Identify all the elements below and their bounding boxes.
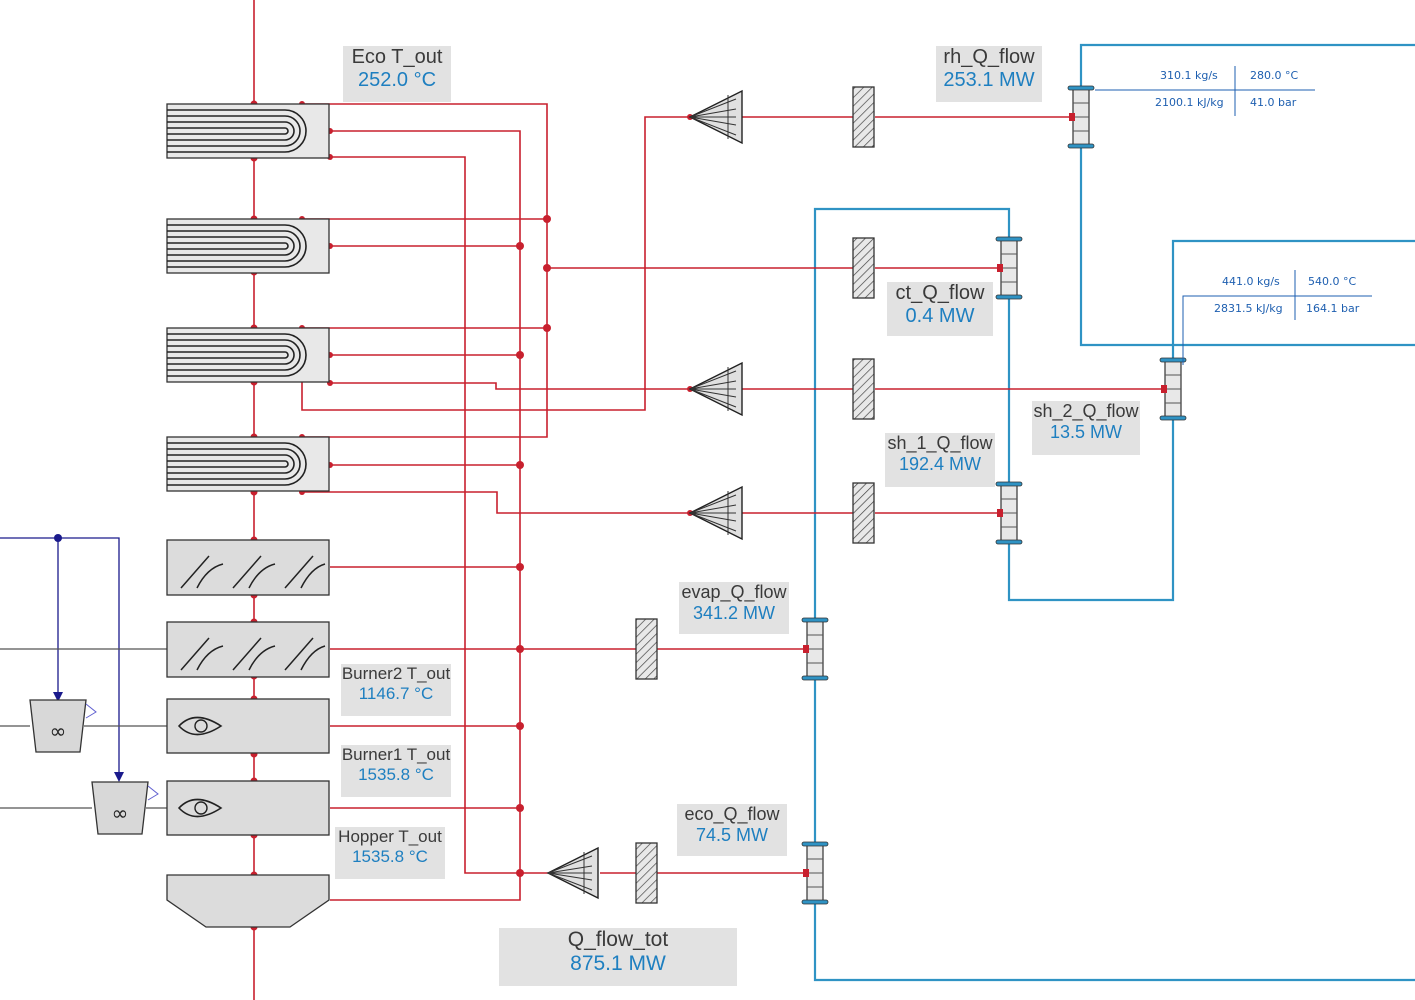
tube-bundle-icon[interactable] — [166, 327, 330, 383]
sh-2-q-flow-name: sh_2_Q_flow — [1033, 401, 1139, 421]
eco-q-flow-value: 74.5 MW — [695, 824, 769, 845]
burner1-t-out-label: Burner1 T_out 1535.8 °C — [341, 745, 451, 797]
sh-1-q-flow-value: 192.4 MW — [898, 453, 982, 474]
eco-t-out-value: 252.0 °C — [357, 69, 437, 91]
eco-t-out-label: Eco T_out 252.0 °C — [343, 46, 451, 102]
burner2-t-out-label: Burner2 T_out 1146.7 °C — [341, 664, 451, 716]
burner-flame-icon[interactable] — [166, 780, 330, 836]
heat-transfer-cone-icon[interactable] — [688, 361, 743, 417]
sh-2-q-flow-label: sh_2_Q_flow 13.5 MW — [1032, 401, 1140, 455]
svg-text:∞: ∞ — [50, 719, 67, 743]
svg-text:∞: ∞ — [112, 801, 129, 825]
annotation-mid-r1c1: 441.0 kg/s — [1222, 275, 1280, 288]
tube-bundle-icon[interactable] — [166, 436, 330, 492]
heat-flow-sensor-icon[interactable] — [635, 842, 658, 904]
sh-1-q-flow-label: sh_1_Q_flow 192.4 MW — [885, 433, 995, 487]
rh-q-flow-value: 253.1 MW — [943, 69, 1035, 91]
ct-q-flow-name: ct_Q_flow — [895, 282, 985, 304]
heat-flow-sensor-icon[interactable] — [852, 237, 875, 299]
tube-bundle-icon[interactable] — [166, 103, 330, 159]
ct-q-flow-value: 0.4 MW — [905, 305, 975, 327]
flue-gas-network — [253, 0, 1162, 1000]
evap-q-flow-label: evap_Q_flow 341.2 MW — [679, 582, 789, 634]
ct-q-flow-label: ct_Q_flow 0.4 MW — [887, 282, 993, 336]
annotation-top-r2c2: 41.0 bar — [1250, 96, 1297, 109]
rh-q-flow-name: rh_Q_flow — [943, 46, 1035, 68]
evaporator-icon[interactable] — [166, 539, 330, 596]
q-flow-tot-name: Q_flow_tot — [567, 928, 669, 951]
eco-t-out-name: Eco T_out — [351, 46, 443, 68]
heat-flow-sensor-icon[interactable] — [635, 618, 658, 680]
annotation-mid-r2c1: 2831.5 kJ/kg — [1214, 302, 1283, 315]
pipe-segment-icon[interactable] — [995, 236, 1023, 300]
evap-q-flow-value: 341.2 MW — [692, 602, 776, 623]
hopper-t-out-value: 1535.8 °C — [352, 846, 428, 866]
pipe-segment-icon[interactable] — [1159, 357, 1187, 421]
signal-arrow — [53, 692, 63, 702]
evaporator-icon[interactable] — [166, 621, 330, 678]
q-flow-tot-value: 875.1 MW — [570, 952, 666, 976]
hopper-t-out-name: Hopper T_out — [338, 827, 442, 846]
heat-flow-sensor-icon[interactable] — [852, 86, 875, 148]
eco-q-flow-name: eco_Q_flow — [684, 804, 780, 824]
pipe-segment-icon[interactable] — [1067, 85, 1095, 149]
mass-flow-source-icon[interactable]: ∞ — [29, 699, 97, 753]
pipe-segment-icon[interactable] — [801, 841, 829, 905]
heat-transfer-cone-icon[interactable] — [688, 89, 743, 145]
sh-1-q-flow-name: sh_1_Q_flow — [887, 433, 993, 453]
mass-flow-source-icon[interactable]: ∞ — [91, 781, 159, 835]
heat-flow-sensor-icon[interactable] — [852, 482, 875, 544]
evap-q-flow-name: evap_Q_flow — [681, 582, 787, 602]
feed-lines — [0, 648, 168, 809]
annotation-mid-r1c2: 540.0 °C — [1308, 275, 1357, 288]
heat-transfer-cone-icon[interactable] — [688, 485, 743, 541]
annotation-leaders — [1095, 66, 1372, 365]
tube-bundle-icon[interactable] — [166, 218, 330, 274]
rh-q-flow-label: rh_Q_flow 253.1 MW — [936, 46, 1042, 102]
hopper-icon[interactable] — [166, 874, 330, 928]
q-flow-tot-label: Q_flow_tot 875.1 MW — [499, 928, 737, 986]
annotation-top-r1c1: 310.1 kg/s — [1160, 69, 1218, 82]
burner2-t-out-value: 1146.7 °C — [358, 683, 434, 703]
sh-2-q-flow-value: 13.5 MW — [1049, 421, 1123, 442]
signal-junction — [54, 534, 62, 542]
signal-arrow — [114, 772, 124, 782]
burner-flame-icon[interactable] — [166, 698, 330, 754]
heat-flow-sensor-icon[interactable] — [852, 358, 875, 420]
annotation-top-r2c1: 2100.1 kJ/kg — [1155, 96, 1224, 109]
heat-transfer-cone-icon[interactable] — [546, 846, 599, 900]
pipe-segment-icon[interactable] — [995, 481, 1023, 545]
pipe-segment-icon[interactable] — [801, 617, 829, 681]
burner1-t-out-name: Burner1 T_out — [341, 745, 451, 764]
signal-lines — [0, 537, 120, 780]
annotation-mid-r2c2: 164.1 bar — [1306, 302, 1360, 315]
eco-q-flow-label: eco_Q_flow 74.5 MW — [677, 804, 787, 856]
hopper-t-out-label: Hopper T_out 1535.8 °C — [335, 827, 445, 879]
burner1-t-out-value: 1535.8 °C — [358, 764, 434, 784]
burner2-t-out-name: Burner2 T_out — [341, 664, 451, 683]
annotation-top-r1c2: 280.0 °C — [1250, 69, 1299, 82]
